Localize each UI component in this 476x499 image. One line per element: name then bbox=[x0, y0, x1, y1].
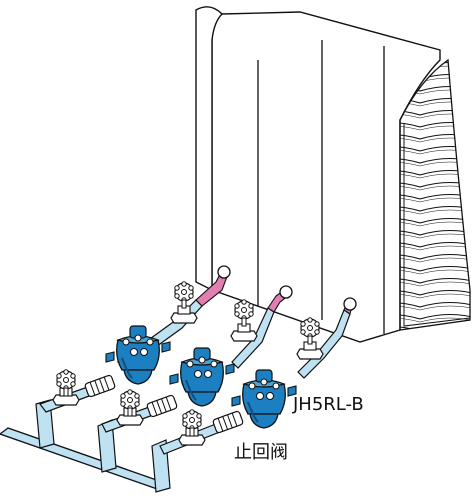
gate-valve-upper-middle-icon bbox=[230, 299, 258, 342]
gate-valve-lower-middle-icon bbox=[116, 389, 144, 426]
heat-exchanger-unit bbox=[195, 6, 471, 343]
steam-trap-model-label: JH5RL-B bbox=[293, 394, 364, 415]
gate-valve-lower-right-icon bbox=[178, 409, 206, 446]
steam-trap-middle-icon bbox=[169, 347, 235, 407]
check-valve-label: 止回阀 bbox=[234, 442, 288, 463]
check-valve-right-icon bbox=[211, 410, 245, 434]
check-valve-left-icon bbox=[83, 374, 117, 398]
gate-valve-upper-right-icon bbox=[296, 317, 324, 360]
check-valve-middle-icon bbox=[145, 394, 179, 418]
gate-valve-lower-left-icon bbox=[52, 369, 80, 406]
